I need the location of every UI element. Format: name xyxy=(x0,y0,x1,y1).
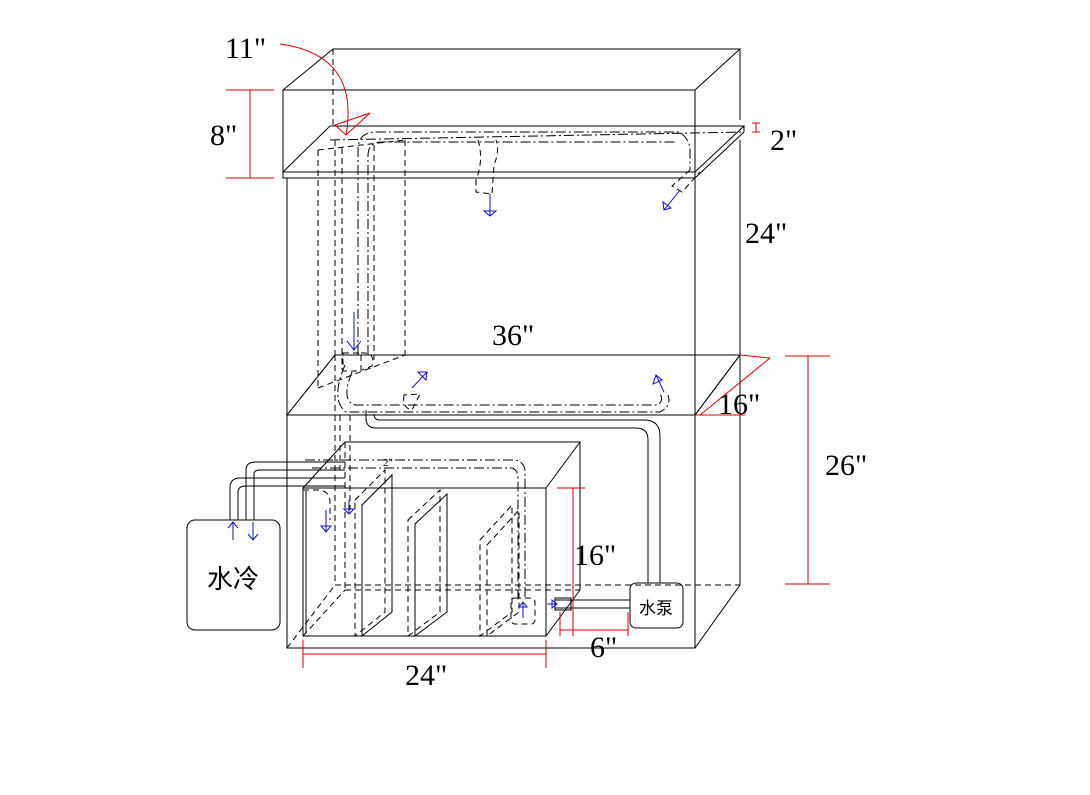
down-arrow-icon xyxy=(247,522,259,541)
pump: 水泵 xyxy=(365,410,684,629)
main-tank xyxy=(286,131,741,416)
curved-arrow-icon xyxy=(279,43,349,136)
hood-height-label: 8" xyxy=(210,119,237,152)
tray-thickness-label: 2" xyxy=(770,124,797,157)
outflow-arrow-icon xyxy=(662,189,681,211)
up-arrow-icon xyxy=(517,601,529,618)
sump xyxy=(302,415,581,638)
tank-height-label: 24" xyxy=(745,217,787,250)
up-arrow-icon xyxy=(652,374,665,393)
up-arrow-icon xyxy=(227,521,239,540)
flow-arrows xyxy=(227,189,681,618)
baffle-gap-label: 2" xyxy=(383,457,393,469)
hood xyxy=(282,48,742,179)
stand-height-label: 26" xyxy=(825,449,867,482)
down-arrow-icon xyxy=(482,194,498,217)
sump-length-label: 24" xyxy=(405,659,447,692)
pump-offset-label: 6" xyxy=(590,631,617,664)
tank-depth-label: 16" xyxy=(718,388,760,421)
drip-tray xyxy=(281,125,746,179)
dimension-marks xyxy=(226,43,830,668)
dimension-labels: 11" 8" 2" 24" 36" 16" 26" 16" 6" 24" 2" xyxy=(210,32,867,692)
tank-length-label: 36" xyxy=(492,319,534,352)
up-arrow-icon xyxy=(411,371,428,389)
overflow-box xyxy=(317,139,406,389)
down-arrow-icon xyxy=(319,510,333,533)
chiller-label: 水冷 xyxy=(207,565,259,595)
overflow-length-label: 11" xyxy=(225,32,266,65)
right-arrow-icon xyxy=(547,598,558,610)
pump-label: 水泵 xyxy=(639,599,673,619)
down-arrow-icon xyxy=(346,312,362,351)
baffles xyxy=(354,468,520,638)
sump-height-label: 16" xyxy=(574,539,616,572)
down-arrow-icon xyxy=(342,500,356,515)
chiller: 水冷 xyxy=(186,461,345,631)
